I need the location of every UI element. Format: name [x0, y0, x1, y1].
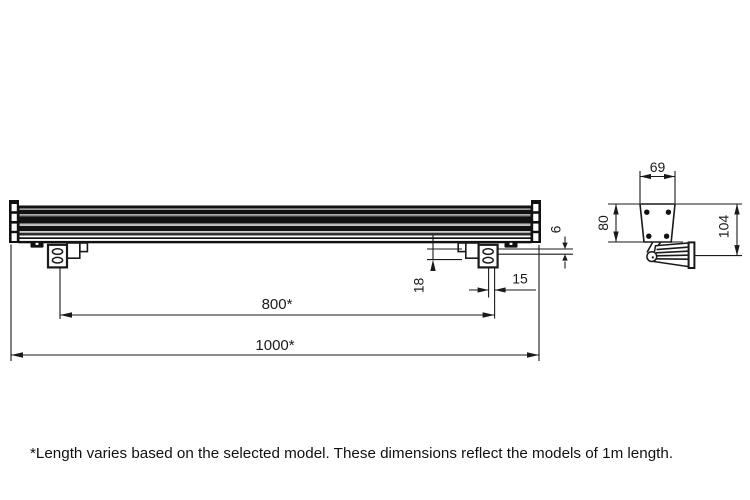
dimension-6: 6 — [548, 225, 568, 269]
arrowhead — [613, 231, 619, 242]
extrusion-body — [18, 205, 532, 244]
arrowhead — [664, 173, 675, 180]
end-cap-left — [9, 200, 19, 243]
arrowhead — [477, 287, 489, 293]
dimension-label-69: 69 — [650, 159, 666, 175]
screw-head — [646, 233, 652, 239]
arrowhead — [430, 259, 436, 271]
arrowhead — [562, 242, 568, 249]
dimension-104: 104 — [716, 204, 740, 256]
slot-hole — [51, 256, 64, 264]
dimension-800: 800* — [60, 296, 495, 318]
arrowhead — [527, 352, 539, 358]
arrowhead — [494, 287, 506, 293]
housing-section — [639, 203, 676, 243]
dimension-label-6: 6 — [548, 225, 564, 233]
dimension-label-15: 15 — [512, 271, 528, 287]
slot-hole — [482, 248, 494, 256]
footnote: *Length varies based on the selected mod… — [30, 445, 673, 462]
cable-connector — [646, 241, 696, 269]
slot-hole — [51, 248, 64, 256]
screw-head — [663, 233, 670, 239]
dimension-18: 18 — [411, 235, 436, 293]
dimension-label-104: 104 — [716, 215, 732, 239]
fixture-side-view: 69 80 104 — [595, 159, 742, 269]
dimension-label-18: 18 — [411, 278, 427, 294]
arrowhead — [11, 352, 23, 358]
arrowhead — [734, 245, 740, 256]
dimension-15: 15 — [469, 271, 536, 293]
dimension-80: 80 — [595, 204, 619, 242]
dimension-1000: 1000* — [11, 337, 539, 358]
end-cap-right — [531, 200, 541, 243]
arrowhead — [60, 312, 72, 318]
underside-clip-right — [504, 242, 518, 248]
arrowhead — [562, 254, 568, 261]
dimension-69: 69 — [639, 159, 676, 203]
arrowhead — [734, 204, 740, 215]
mounting-bracket-left — [46, 242, 89, 269]
arrowhead — [640, 173, 651, 180]
fixture-front-view — [9, 200, 541, 269]
slot-hole — [482, 256, 494, 264]
screw-head — [644, 209, 650, 215]
dimension-label-800: 800* — [262, 296, 293, 313]
underside-clip-left — [30, 242, 44, 248]
screw-head — [665, 209, 672, 215]
front-view-dimensions: 1000* 800* 15 18 6 — [10, 225, 573, 361]
dimension-label-80: 80 — [595, 215, 611, 231]
arrowhead — [613, 204, 619, 215]
dimension-label-1000: 1000* — [255, 337, 294, 354]
mounting-bracket-right — [457, 242, 499, 269]
arrowhead — [482, 312, 495, 318]
